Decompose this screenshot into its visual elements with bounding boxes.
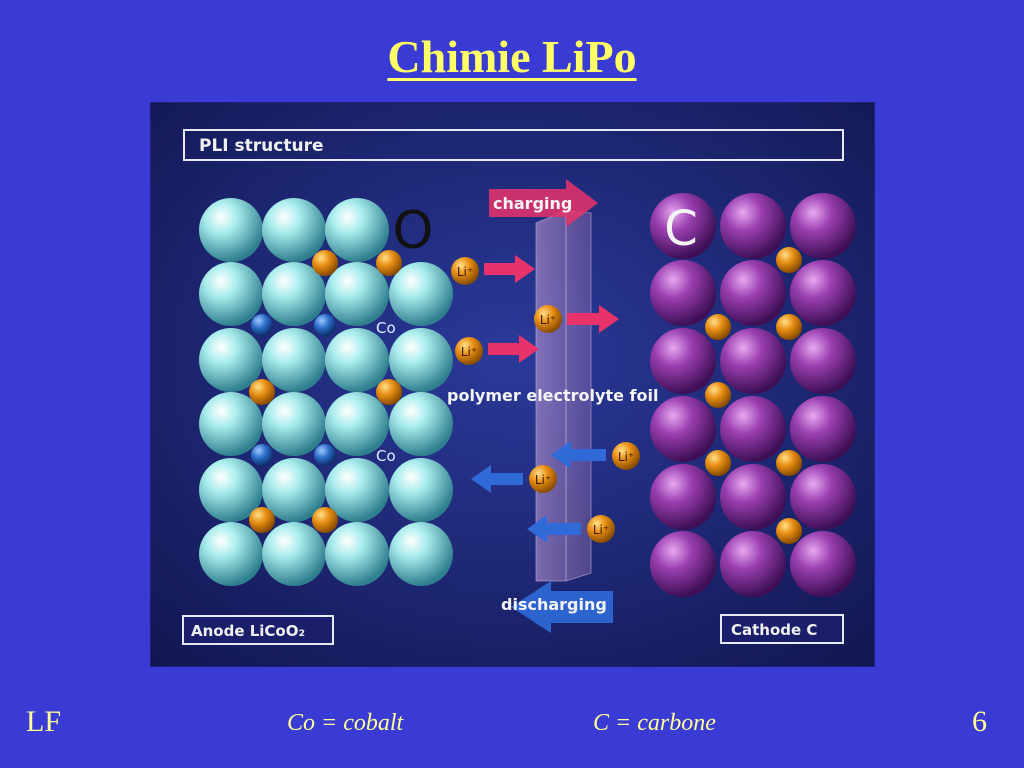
header-box [183,129,844,161]
charging-lithium-ions: Li⁺ Li⁺ Li⁺ [451,255,619,365]
electrolyte-label: polymer electrolyte foil [447,386,658,405]
carbon-symbol: C [664,201,698,257]
discharging-arrow: discharging [501,581,613,633]
oxygen-atoms [199,198,453,586]
anode-lithium-ions [249,250,402,533]
carbon-atoms [650,193,856,597]
charging-arrow: charging [489,179,598,227]
li-ion-label-1: Li⁺ [457,265,473,279]
cathode-label-box [720,614,844,644]
charging-label: charging [493,194,572,213]
pli-diagram-svg: PLI structure [151,103,874,666]
anode-label-box [182,615,334,645]
li-ion-label-2: Li⁺ [540,313,556,327]
discharging-lithium-ions: Li⁺ Li⁺ Li⁺ [471,441,640,543]
cathode-label: Cathode C [731,621,817,639]
footer-note-carbon: C = carbone [593,710,716,736]
slide-title: Chimie LiPo [387,31,637,82]
pli-structure-diagram: PLI structure [150,102,875,667]
cobalt-atoms [251,314,336,466]
carbon-symbol-atom [650,193,716,259]
li-ion-label-5: Li⁺ [535,473,551,487]
discharging-label: discharging [501,595,607,614]
footer-note-cobalt: Co = cobalt [287,710,404,736]
oxygen-symbol: O [393,201,434,261]
cathode-lithium-ions [705,247,802,544]
anode-label: Anode LiCoO₂ [191,622,305,640]
cobalt-label-2: Co [376,447,396,465]
cobalt-label-1: Co [376,319,396,337]
li-ion-label-3: Li⁺ [461,345,477,359]
diagram-header: PLI structure [199,136,324,156]
page-number: 6 [972,705,987,738]
li-ion-label-4: Li⁺ [618,450,634,464]
li-ion-label-6: Li⁺ [593,523,609,537]
footer-author: LF [26,705,62,738]
